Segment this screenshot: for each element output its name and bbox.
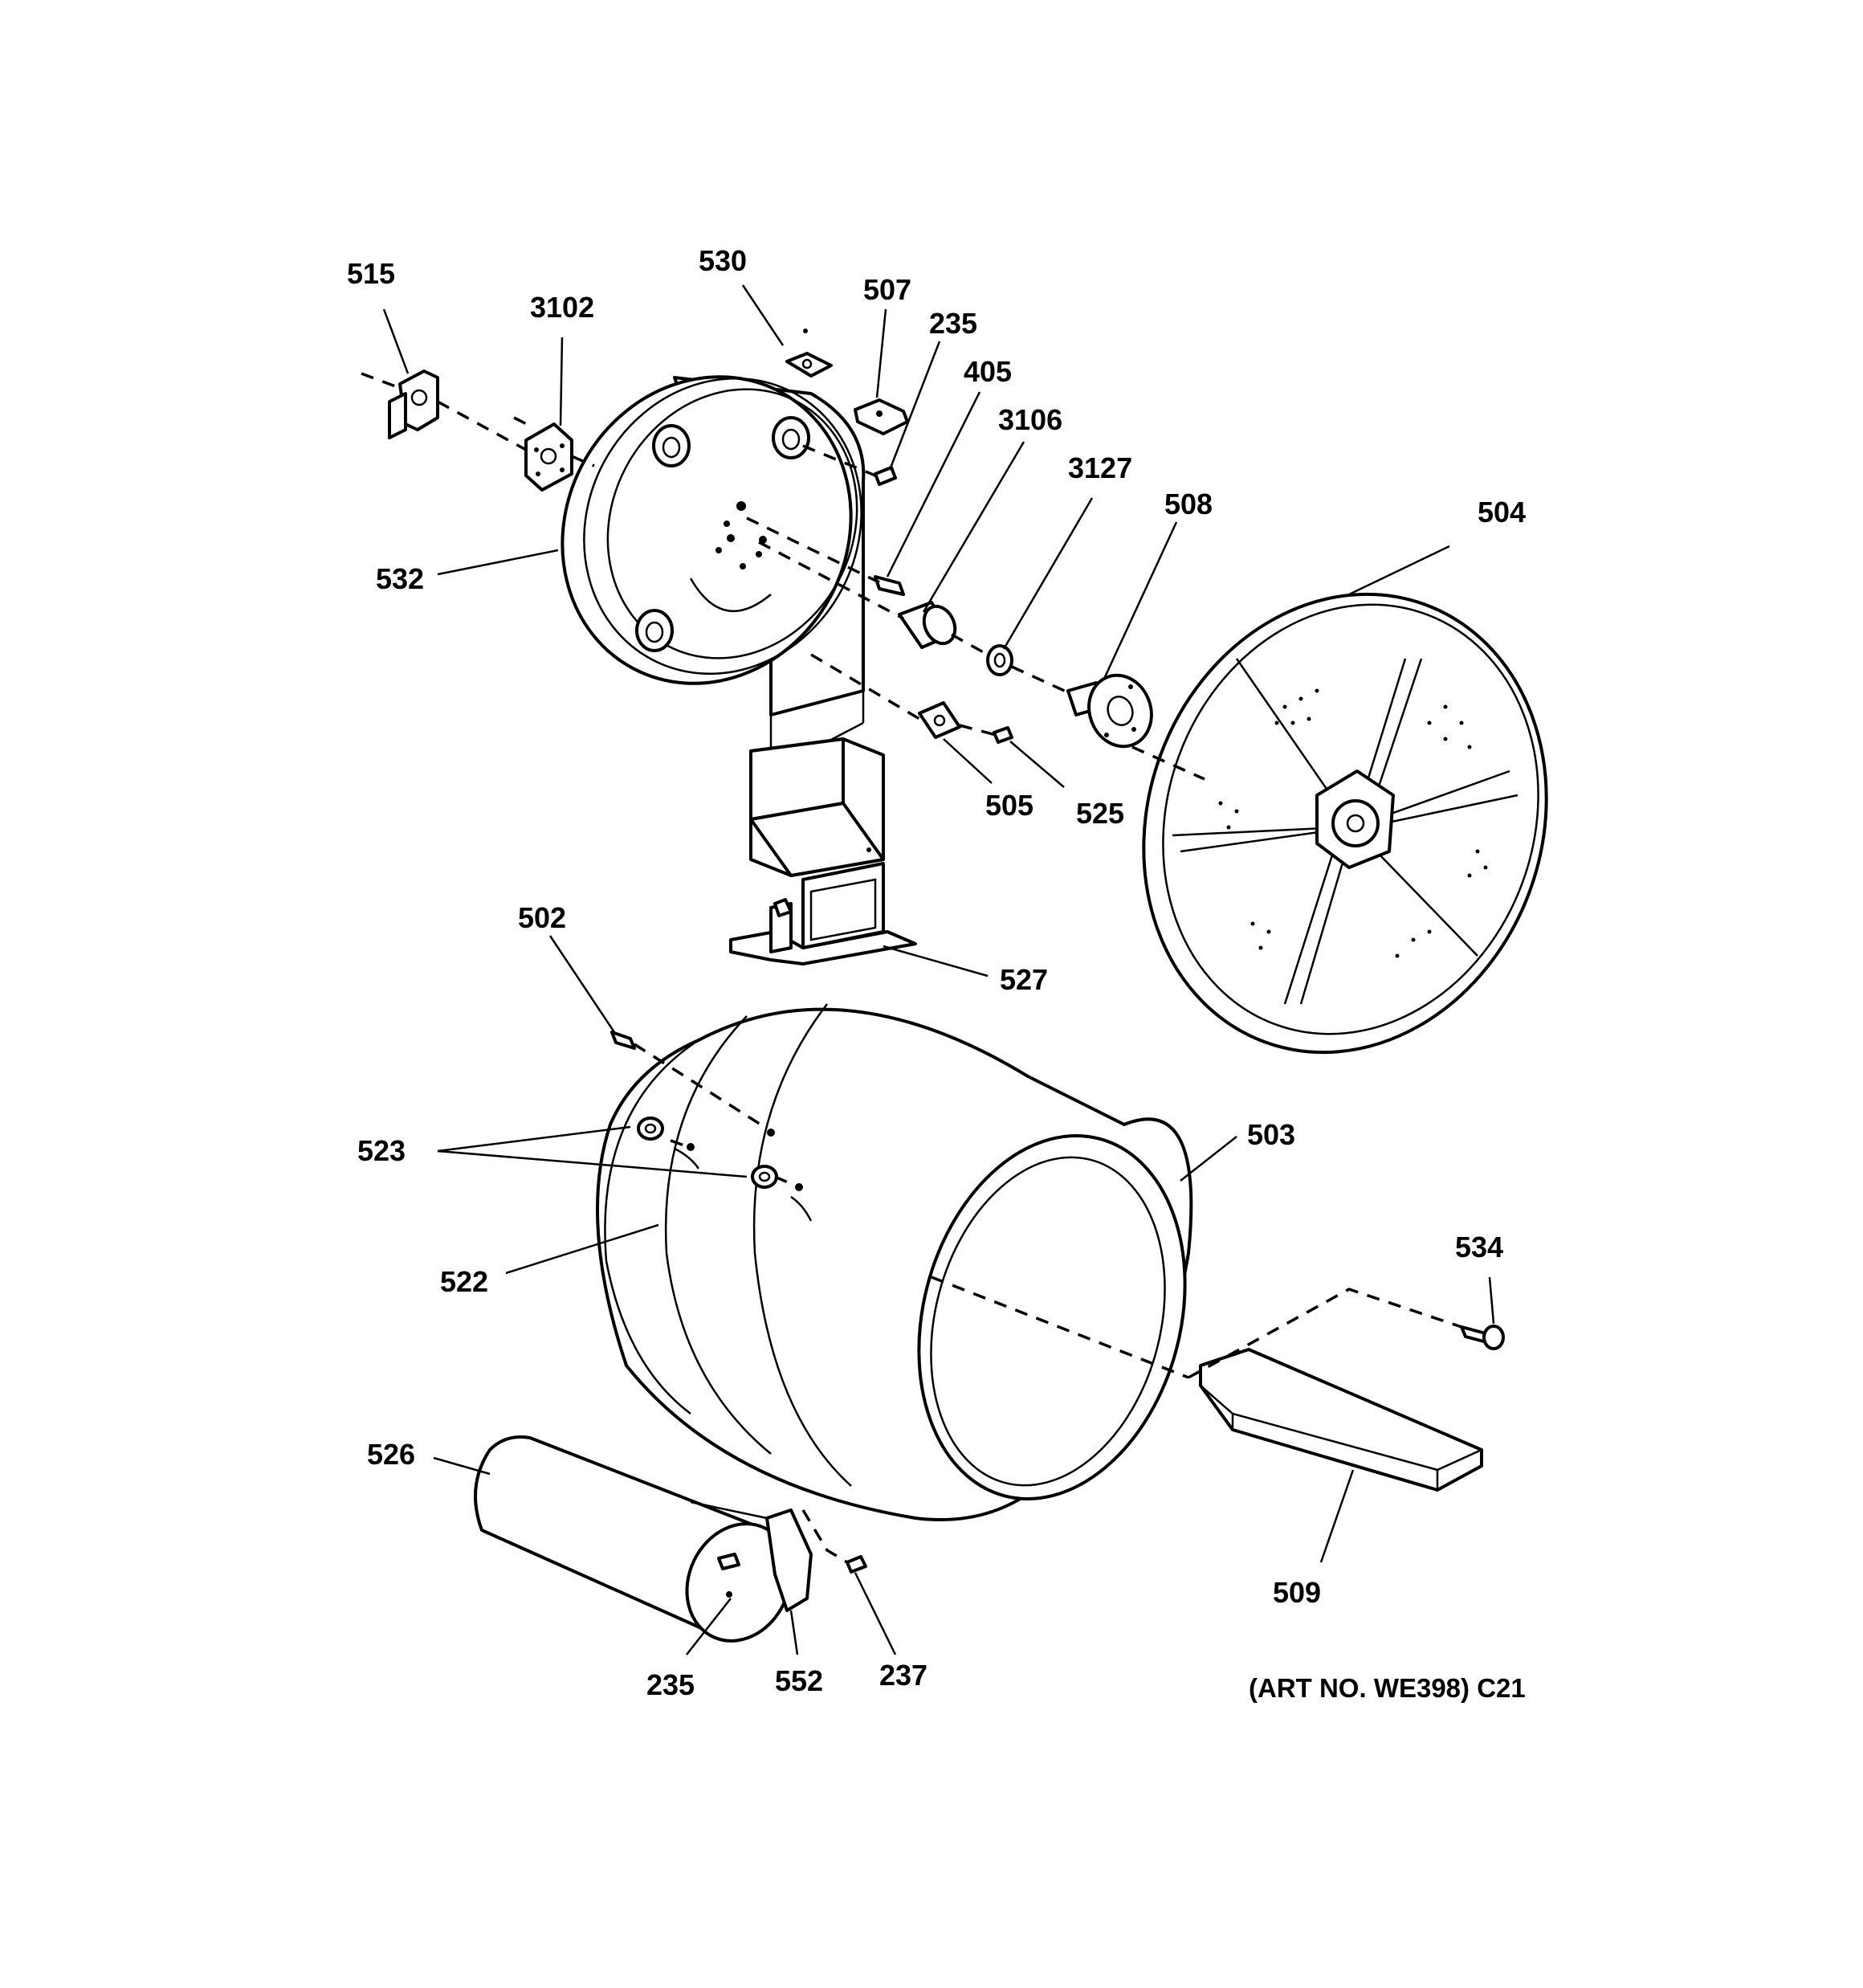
drum-503[interactable] — [596, 1003, 1224, 1529]
label-522: 522 — [440, 1265, 488, 1298]
label-526: 526 — [367, 1438, 415, 1471]
clip-505[interactable] — [918, 701, 961, 739]
screw-525[interactable] — [993, 726, 1013, 744]
label-235-bottom: 235 — [646, 1668, 695, 1701]
label-405: 405 — [964, 355, 1012, 388]
plate-3102[interactable] — [524, 423, 573, 492]
label-503: 503 — [1247, 1118, 1295, 1151]
screw-534[interactable] — [1460, 1325, 1505, 1350]
art-number: (ART NO. WE398) C21 — [1249, 1673, 1526, 1703]
label-237: 237 — [879, 1659, 927, 1692]
bracket-515[interactable] — [388, 369, 439, 439]
part-530[interactable] — [785, 329, 833, 378]
label-507: 507 — [863, 273, 911, 306]
label-552: 552 — [775, 1664, 823, 1697]
label-3106: 3106 — [998, 403, 1062, 436]
screw-235-top[interactable] — [874, 466, 897, 486]
heater-526[interactable] — [474, 1435, 809, 1658]
label-508: 508 — [1164, 488, 1213, 520]
lint-duct-509[interactable] — [1199, 1348, 1483, 1492]
label-525: 525 — [1076, 797, 1124, 830]
screw-237[interactable] — [846, 1555, 867, 1574]
shaft-hub-508[interactable] — [1066, 667, 1161, 756]
label-3127: 3127 — [1068, 451, 1132, 484]
label-502: 502 — [518, 901, 566, 934]
label-3102: 3102 — [530, 291, 594, 324]
part-labels: 515 3102 530 507 235 405 3106 3127 508 5… — [347, 244, 1526, 1703]
label-235-top: 235 — [929, 307, 977, 340]
label-534: 534 — [1455, 1231, 1503, 1263]
label-509: 509 — [1273, 1576, 1321, 1609]
label-530: 530 — [699, 244, 747, 277]
bracket-552[interactable] — [690, 1500, 813, 1612]
label-523: 523 — [357, 1134, 406, 1167]
bolt-405[interactable] — [874, 575, 905, 596]
label-504: 504 — [1478, 496, 1526, 529]
part-507[interactable] — [854, 398, 909, 435]
assembly-lines — [361, 372, 1462, 1564]
rear-bulkhead-532[interactable] — [509, 326, 913, 773]
label-527: 527 — [1000, 963, 1048, 996]
label-505: 505 — [985, 789, 1033, 822]
drum-front-504[interactable] — [1081, 537, 1610, 1110]
duct-527[interactable] — [729, 737, 917, 965]
leader-lines — [382, 284, 1495, 1655]
label-532: 532 — [376, 562, 424, 595]
label-515: 515 — [347, 257, 395, 290]
screw-502[interactable] — [610, 1031, 636, 1050]
washer-3127[interactable] — [986, 644, 1013, 676]
bearing-3106[interactable] — [898, 601, 960, 649]
